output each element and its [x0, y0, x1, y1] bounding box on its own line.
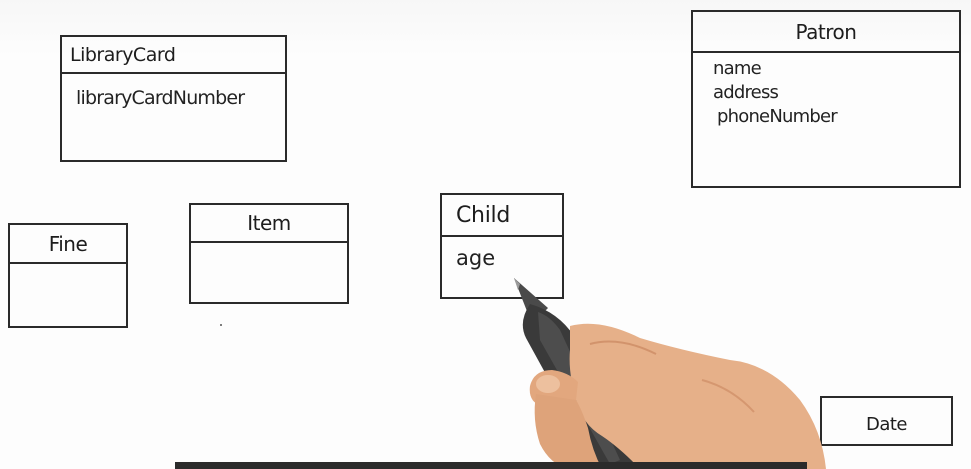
class-attributes-fine	[10, 264, 126, 276]
attribute-address: address	[713, 81, 779, 103]
class-attributes-librarycard: libraryCardNumber	[62, 74, 285, 115]
class-title-item: Item	[191, 205, 347, 243]
class-box-child: Child age	[440, 193, 564, 299]
attribute-name: name	[713, 58, 762, 79]
attribute-age: age	[456, 246, 496, 270]
class-box-librarycard: LibraryCard libraryCardNumber	[60, 35, 287, 162]
hand-holding-marker-icon	[514, 278, 826, 469]
class-box-date: Date	[820, 396, 953, 446]
caption-bar	[175, 462, 807, 469]
class-title-fine: Fine	[10, 225, 126, 264]
class-title-patron: Patron	[693, 12, 959, 53]
class-attributes-patron: name address phoneNumber	[693, 53, 959, 136]
class-box-item: Item	[189, 203, 349, 304]
class-attributes-child: age	[442, 237, 562, 276]
class-title-child: Child	[442, 195, 562, 237]
ink-dot	[220, 324, 222, 326]
class-title-librarycard: LibraryCard	[62, 37, 285, 74]
class-box-patron: Patron name address phoneNumber	[691, 10, 961, 188]
attribute-librarycardnumber: libraryCardNumber	[76, 87, 245, 109]
attribute-phonenumber: phoneNumber	[717, 105, 838, 127]
class-attributes-item	[191, 243, 347, 255]
class-box-fine: Fine	[8, 223, 128, 328]
class-title-date: Date	[865, 414, 908, 435]
